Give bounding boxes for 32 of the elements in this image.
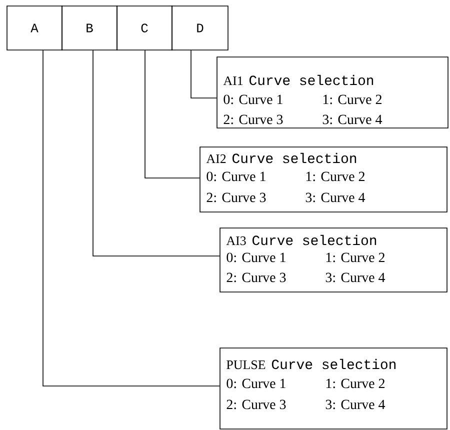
box-heading: Curve selection xyxy=(252,234,376,246)
option-text: 0: Curve 1 xyxy=(224,94,282,104)
option-text: 3: Curve 4 xyxy=(326,400,386,410)
option-text: 1: Curve 2 xyxy=(326,378,384,388)
option-text: 2: Curve 3 xyxy=(224,114,283,124)
box-heading: Curve selection xyxy=(272,358,396,370)
box-heading: PULSE xyxy=(226,360,266,370)
option-text: 3: Curve 4 xyxy=(326,272,386,282)
table-cell: D xyxy=(172,6,228,50)
connector-line xyxy=(42,50,220,386)
box-heading: AI2 xyxy=(206,154,226,163)
box-heading: AI3 xyxy=(226,236,246,246)
option-text: 2: Curve 3 xyxy=(226,400,286,410)
connector-line xyxy=(144,50,200,178)
table-cell: A xyxy=(6,6,62,50)
option-text: 1: Curve 2 xyxy=(326,252,384,262)
table-cell: B xyxy=(62,6,118,50)
option-text: 0: Curve 1 xyxy=(226,378,286,388)
option-text: 3: Curve 4 xyxy=(306,192,366,202)
connector-line xyxy=(92,50,220,256)
box-heading: Curve selection xyxy=(250,74,374,86)
box-heading: Curve selection xyxy=(232,152,356,164)
option-text: 1: Curve 2 xyxy=(323,94,382,104)
option-text: 1: Curve 2 xyxy=(306,172,364,182)
table-cell: C xyxy=(116,6,172,50)
option-text: 0: Curve 1 xyxy=(226,252,286,262)
option-text: 0: Curve 1 xyxy=(206,172,266,182)
connector-line xyxy=(190,50,217,98)
option-text: 2: Curve 3 xyxy=(226,272,286,282)
option-text: 3: Curve 4 xyxy=(322,114,382,124)
option-text: 2: Curve 3 xyxy=(206,192,266,202)
box-heading: AI1 xyxy=(223,76,243,85)
